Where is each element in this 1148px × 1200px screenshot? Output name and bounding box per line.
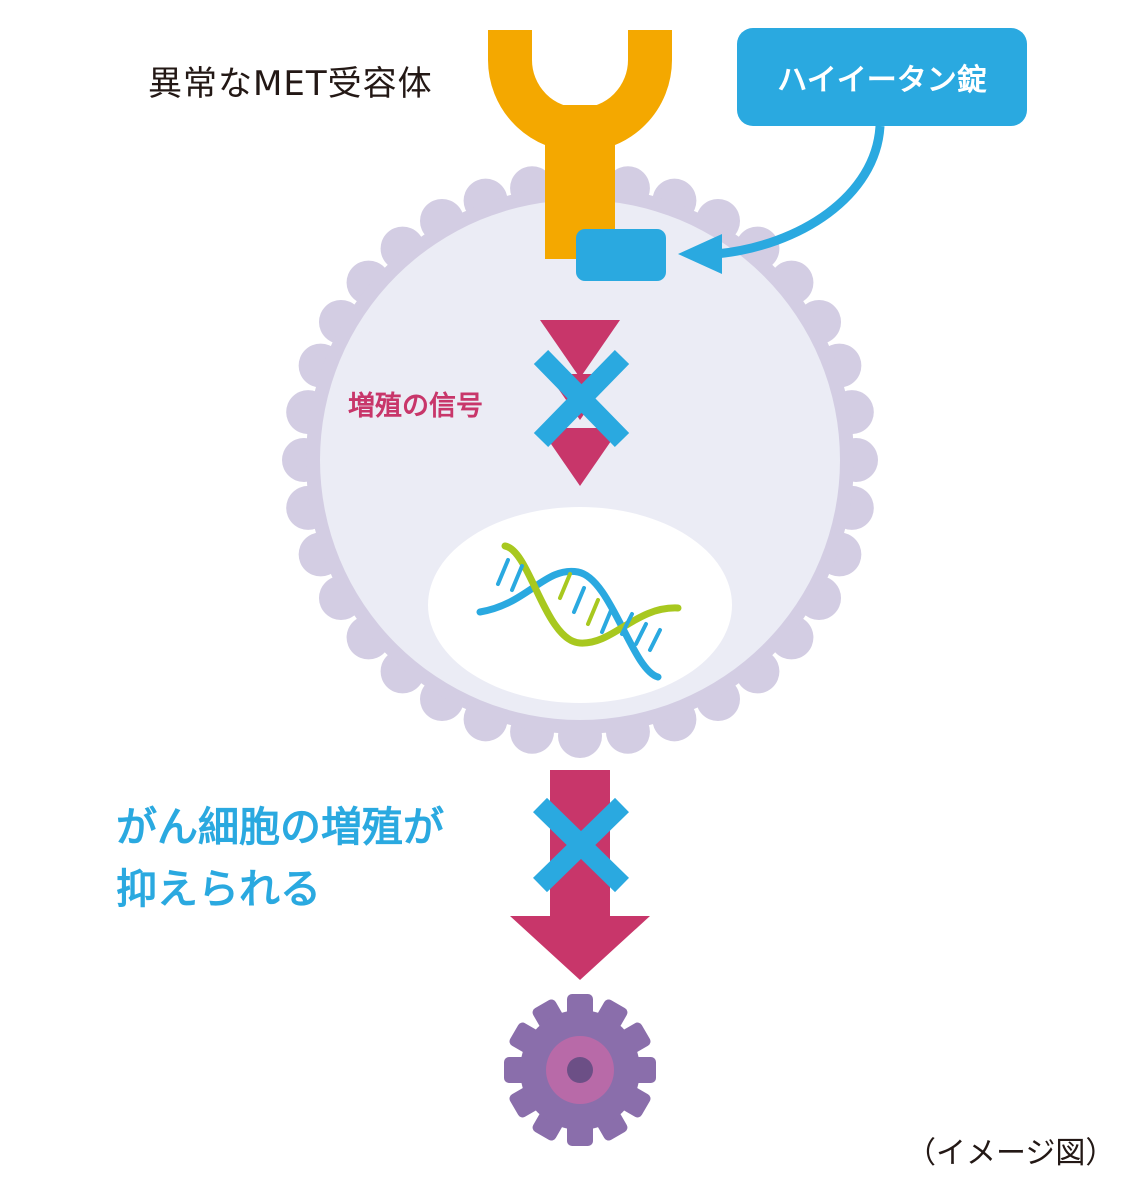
dna-rung	[600, 606, 614, 634]
growth-arrow-head	[510, 916, 650, 980]
drug-label-box: ハイイータン錠	[737, 28, 1027, 126]
dna-rung	[510, 564, 524, 592]
dna-helix-icon	[476, 542, 682, 681]
drug-arrow	[678, 125, 885, 274]
signal-block-cross	[533, 350, 630, 447]
receptor-label: 異常なMET受容体	[148, 64, 433, 104]
cross-mark-icon	[533, 350, 630, 447]
cancer-cell-gear-icon	[504, 994, 656, 1146]
dna-rung	[648, 628, 662, 652]
signal-label: 増殖の信号	[348, 391, 483, 422]
growth-block-cross	[533, 797, 629, 893]
result-line-2: 抑えられる	[116, 865, 321, 913]
dna-rung	[620, 612, 634, 636]
drug-label: ハイイータン錠	[777, 63, 987, 98]
drug-block-icon	[576, 229, 666, 281]
result-text: がん細胞の増殖が 抑えられる	[116, 796, 444, 920]
signal-arrow-1	[540, 320, 620, 378]
dna-rungs	[496, 558, 662, 652]
dna-rung	[496, 558, 510, 586]
cancer-cell-core	[567, 1057, 593, 1083]
cross-mark-icon	[533, 797, 629, 893]
result-line-1: がん細胞の増殖が	[116, 803, 444, 851]
dna-rung	[572, 586, 586, 614]
dna-rung	[634, 622, 648, 646]
drug-arrow-head	[678, 234, 722, 274]
nucleus	[428, 507, 732, 703]
dna-rung	[586, 598, 600, 626]
dna-rung	[558, 572, 572, 600]
growth-arrow	[510, 770, 650, 980]
image-caption: （イメージ図）	[906, 1136, 1116, 1171]
dna-strand-a	[501, 542, 682, 647]
dna-strand-b	[476, 567, 662, 681]
signal-arrow-3	[540, 428, 620, 486]
drug-arrow-curve	[715, 125, 885, 259]
